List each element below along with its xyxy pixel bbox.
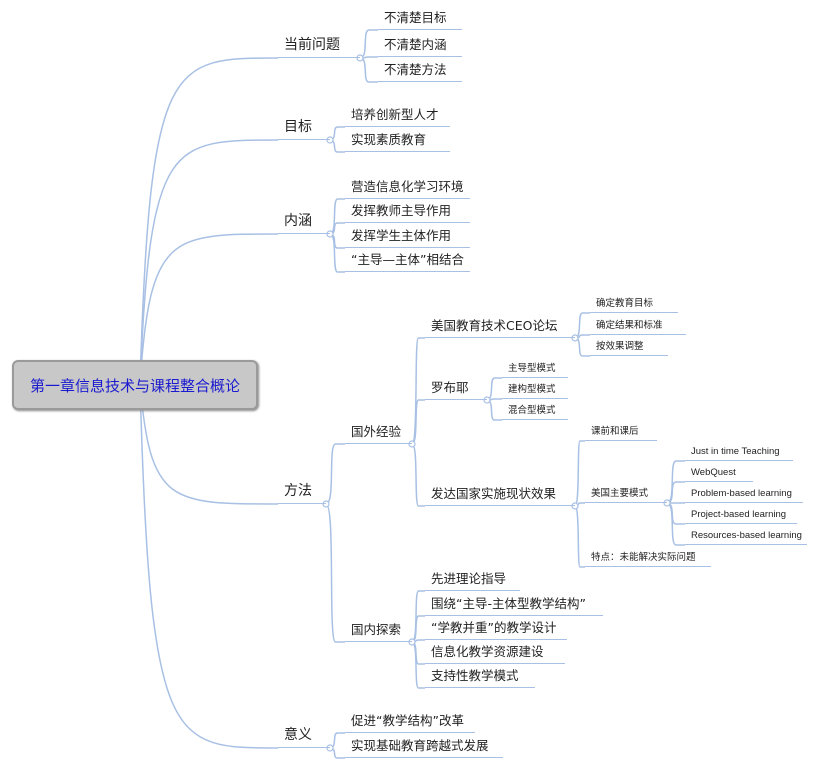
collapse-toggle[interactable] [356, 54, 364, 62]
connector-line [359, 29, 378, 59]
leaf[interactable]: 确定教育目标 [590, 295, 678, 313]
topic-significance[interactable]: 意义 [278, 724, 330, 748]
leaf[interactable]: Problem-based learning [685, 485, 803, 503]
connector-line [411, 443, 425, 507]
subtopic[interactable]: 营造信息化学习环境 [345, 177, 470, 199]
collapse-toggle[interactable] [326, 136, 334, 144]
subtopic[interactable]: 促进“教学结构”改革 [345, 711, 475, 733]
subtopic-developed-countries[interactable]: 发达国家实施现状效果 [425, 484, 575, 506]
subtopic-domestic-exploration[interactable]: 国内探索 [345, 620, 412, 642]
subtopic-roblyer[interactable]: 罗布耶 [425, 378, 487, 400]
connector-line [411, 337, 425, 445]
leaf[interactable]: WebQuest [685, 464, 753, 482]
connector-line [574, 440, 585, 507]
connector-line [139, 233, 279, 384]
collapse-toggle[interactable] [571, 502, 579, 510]
leaf[interactable]: Just in time Teaching [685, 443, 793, 461]
connector-line [486, 377, 502, 401]
collapse-toggle[interactable] [408, 638, 416, 646]
topic-goals[interactable]: 目标 [278, 116, 330, 140]
leaf[interactable]: 围绕“主导-主体型教学结构” [425, 594, 603, 616]
collapse-toggle[interactable] [326, 230, 334, 238]
subtopic[interactable]: 不清楚内涵 [378, 35, 462, 57]
collapse-toggle[interactable] [571, 334, 579, 342]
leaf[interactable]: 特点：未能解决实际问题 [585, 549, 711, 567]
connector-line [329, 233, 345, 273]
topic-connotation[interactable]: 内涵 [278, 210, 330, 234]
subtopic[interactable]: 不清楚目标 [378, 8, 462, 30]
subtopic[interactable]: 不清楚方法 [378, 60, 462, 82]
subtopic-us-models[interactable]: 美国主要模式 [585, 485, 667, 503]
connector-line [325, 443, 345, 505]
leaf[interactable]: 支持性教学模式 [425, 666, 535, 688]
connector-line [574, 505, 585, 568]
subtopic[interactable]: 实现基础教育跨越式发展 [345, 736, 503, 758]
collapse-toggle[interactable] [322, 500, 330, 508]
root-topic[interactable]: 第一章信息技术与课程整合概论 [12, 360, 258, 410]
subtopic[interactable]: 发挥学生主体作用 [345, 226, 470, 248]
subtopic[interactable]: “主导—主体”相结合 [345, 250, 470, 272]
leaf[interactable]: 混合型模式 [502, 402, 568, 420]
subtopic[interactable]: 实现素质教育 [345, 130, 450, 152]
connector-line [411, 641, 425, 689]
topic-current-problems[interactable]: 当前问题 [278, 34, 360, 58]
collapse-toggle[interactable] [326, 744, 334, 752]
connector-line [139, 139, 279, 384]
collapse-toggle[interactable] [408, 440, 416, 448]
leaf[interactable]: 建构型模式 [502, 381, 568, 399]
connector-line [329, 198, 345, 235]
collapse-toggle[interactable] [663, 499, 671, 507]
connector-line [139, 57, 279, 384]
connector-line [139, 382, 279, 749]
leaf[interactable]: “学教并重”的教学设计 [425, 618, 567, 640]
connector-line [139, 382, 279, 505]
subtopic[interactable]: 发挥教师主导作用 [345, 201, 470, 223]
leaf[interactable]: 先进理论指导 [425, 569, 520, 591]
leaf[interactable]: Resources-based learning [685, 527, 807, 545]
leaf[interactable]: 课前和课后 [585, 423, 657, 441]
subtopic-ceo-forum[interactable]: 美国教育技术CEO论坛 [425, 316, 575, 338]
connector-line [359, 57, 378, 83]
connector-line [486, 399, 502, 421]
leaf[interactable]: 主导型模式 [502, 360, 568, 378]
connector-line [325, 503, 345, 643]
leaf[interactable]: 按效果调整 [590, 338, 668, 356]
topic-methods[interactable]: 方法 [278, 480, 326, 504]
subtopic[interactable]: 培养创新型人才 [345, 105, 450, 127]
leaf[interactable]: Project-based learning [685, 506, 797, 524]
leaf[interactable]: 确定结果和标准 [590, 317, 686, 335]
leaf[interactable]: 信息化教学资源建设 [425, 642, 565, 664]
subtopic-foreign-experience[interactable]: 国外经验 [345, 422, 412, 444]
collapse-toggle[interactable] [483, 396, 491, 404]
